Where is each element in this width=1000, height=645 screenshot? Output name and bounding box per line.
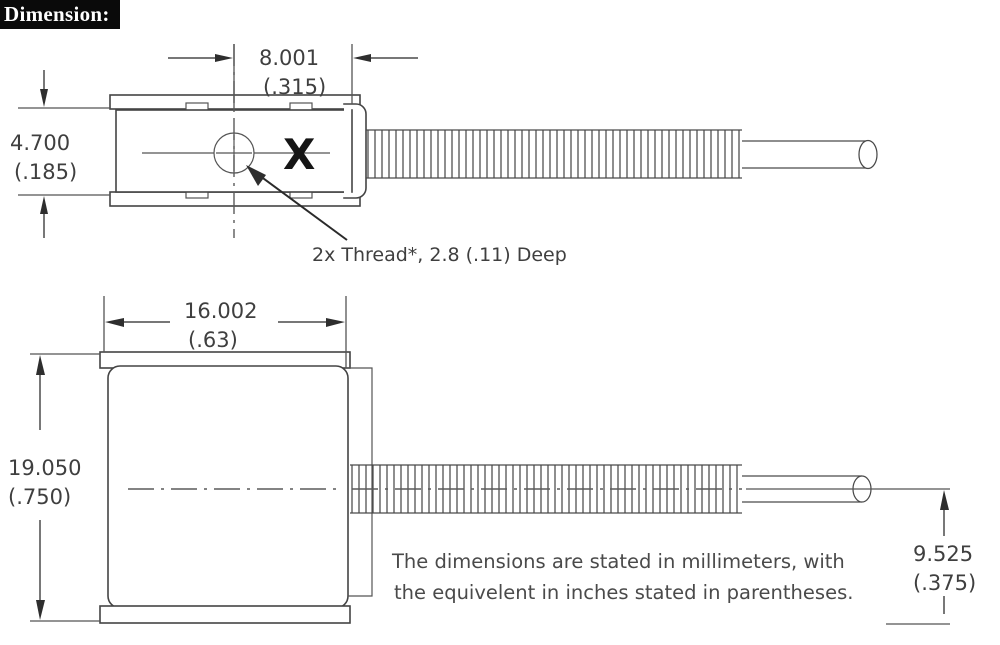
thread-callout-label: 2x Thread*, 2.8 (.11) Deep [312,244,567,266]
dim-19050: 19.050 (.750) [8,353,100,622]
dim-19050-inch: (.750) [8,485,71,509]
dim-9525-inch: (.375) [913,571,976,595]
dim-19050-mm: 19.050 [8,456,81,480]
dim-9525-mm: 9.525 [913,542,973,566]
thread-callout: 2x Thread*, 2.8 (.11) Deep [246,165,567,266]
front-view-body [107,365,349,609]
front-view-right-block [348,367,373,597]
units-note: The dimensions are stated in millimeters… [391,550,853,604]
dim-16002-mm: 16.002 [184,299,257,323]
dim-9525: 9.525 (.375) [886,488,976,625]
dim-8001-inch: (.315) [263,75,326,99]
dim-4700: 4.700 (.185) [10,70,110,238]
dim-16002: 16.002 (.63) [103,296,347,368]
top-view-group: X [10,44,878,266]
front-view-group: 16.002 (.63) 19.050 (.750) [8,296,976,625]
dim-4700-inch: (.185) [14,160,77,184]
dim-16002-inch: (.63) [188,328,238,352]
units-note-line-1: The dimensions are stated in millimeters… [391,550,845,573]
top-view-upper-flange [109,94,361,112]
dim-4700-mm: 4.700 [10,131,70,155]
top-view-cable-coil [366,129,742,179]
x-mark-label: X [283,130,315,179]
front-view-bottom-flange [99,605,351,624]
page-title: Dimension: [0,0,120,29]
units-note-line-2: the equivelent in inches stated in paren… [394,581,853,604]
top-view-cable-end [742,139,878,170]
dim-8001-mm: 8.001 [259,46,319,70]
dim-8001: 8.001 (.315) [168,44,418,110]
